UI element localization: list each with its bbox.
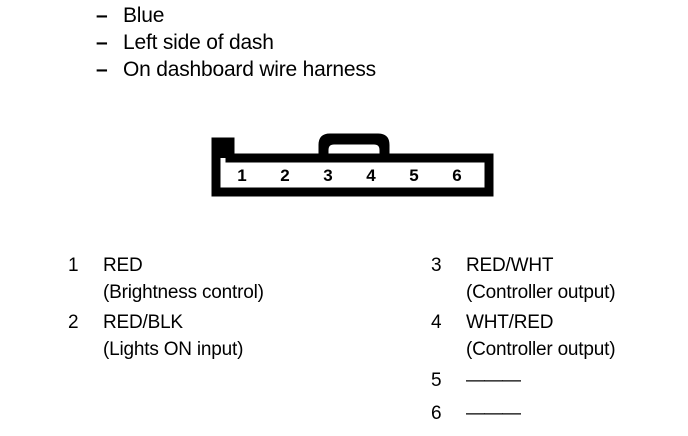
connector-svg: 1 2 3 4 5 6 [211,133,494,197]
pin-number-6: 6 [452,166,461,185]
pin-legend-entry: 3 RED/WHT (Controller output) [431,252,688,306]
pin-legend-entry-unused: 6 ——— [431,399,688,429]
pin-legend-wire-color: RED [103,255,143,276]
pin-cavity [225,165,260,186]
pin-cavity-group [225,165,475,186]
pin-number-1: 1 [237,166,246,185]
connector-diagram: 1 2 3 4 5 6 [210,112,495,197]
pin-legend-number: 1 [68,255,79,276]
pin-legend-function: (Controller output) [466,339,616,360]
pin-legend-right-column: 3 RED/WHT (Controller output) 4 WHT/RED … [431,252,688,432]
list-item-label: Blue [123,4,165,27]
pin-number-3: 3 [323,166,332,185]
pin-legend-number: 4 [431,312,442,333]
pin-legend-entry-unused: 5 ——— [431,366,688,396]
connector-description-list: – Blue – Left side of dash – On dashboar… [96,2,616,83]
pin-legend: 1 RED (Brightness control) 2 RED/BLK (Li… [0,252,688,432]
pin-cavity [440,165,475,186]
pin-legend-number: 3 [431,255,442,276]
list-item: – Blue [96,2,616,29]
dash-bullet-icon: – [96,4,108,27]
dash-bullet-icon: – [96,58,108,81]
list-item: – On dashboard wire harness [96,56,616,83]
dash-bullet-icon: – [96,31,108,54]
pin-legend-function: (Controller output) [466,282,616,303]
pin-cavity [397,165,432,186]
pin-legend-function: (Lights ON input) [103,339,244,360]
pin-number-5: 5 [409,166,418,185]
pin-number-2: 2 [280,166,289,185]
pin-legend-unused-dash: ——— [466,370,521,391]
pin-legend-entry: 1 RED (Brightness control) [68,252,408,306]
pin-cavity [268,165,303,186]
pin-cavity [311,165,346,186]
pin-legend-function: (Brightness control) [103,282,264,303]
list-item-label: On dashboard wire harness [123,58,376,81]
pin-legend-number: 5 [431,370,442,391]
pin-legend-number: 6 [431,403,442,424]
pin-number-4: 4 [366,166,376,185]
list-item-label: Left side of dash [123,31,274,54]
pin-legend-unused-dash: ——— [466,403,521,424]
pin-legend-wire-color: RED/WHT [466,255,554,276]
connector-body-outline [211,137,494,197]
list-item: – Left side of dash [96,29,616,56]
pin-cavity [354,165,389,186]
pin-legend-entry: 2 RED/BLK (Lights ON input) [68,309,408,363]
pin-legend-number: 2 [68,312,79,333]
pin-legend-wire-color: RED/BLK [103,312,183,333]
pin-legend-wire-color: WHT/RED [466,312,554,333]
pin-legend-left-column: 1 RED (Brightness control) 2 RED/BLK (Li… [68,252,408,366]
pin-legend-entry: 4 WHT/RED (Controller output) [431,309,688,363]
